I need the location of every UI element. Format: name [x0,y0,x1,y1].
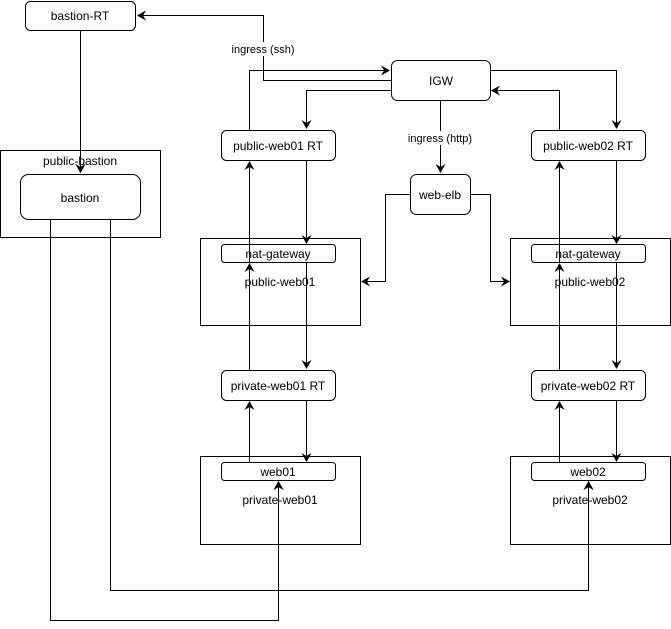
node-public-web02-rt[interactable]: public-web02 RT [531,130,646,161]
node-label: bastion-RT [51,9,110,23]
edge-web-elb-to-public-web02 [470,194,510,287]
edge-bastion-to-web01 [50,219,284,621]
node-web02[interactable]: web02 [531,462,646,481]
edge-label-ssh-text: ingress (ssh) [232,44,295,56]
node-label: private-web02 RT [541,379,636,393]
subnet-label: public-web01 [245,275,316,289]
edge-web-elb-to-public-web01 [361,194,410,287]
node-nat-gateway-02[interactable]: nat-gateway [531,244,646,263]
node-label: nat-gateway [555,247,620,261]
edge-igw-to-public-web01-rt [301,90,391,129]
node-label: private-web01 RT [231,379,326,393]
node-label: IGW [429,74,454,88]
node-bastion-rt[interactable]: bastion-RT [25,1,136,31]
node-web-elb[interactable]: web-elb [410,174,471,215]
node-bastion[interactable]: bastion [20,174,141,220]
node-label: web02 [569,465,606,479]
node-label: web01 [259,465,296,479]
node-private-web01-rt[interactable]: private-web01 RT [221,370,336,401]
node-nat-gateway-01[interactable]: nat-gateway [221,244,336,263]
subnet-label: private-web02 [552,493,628,507]
node-label: public-web01 RT [233,139,323,153]
node-label: public-web02 RT [543,139,633,153]
overlay-lines [50,150,617,544]
edge-label-http-text: ingress (http) [408,133,472,145]
edge-igw-to-public-web02-rt [490,70,622,129]
edge-public-web01-rt-to-igw [249,65,390,130]
edge-label-ssh: ingress (ssh) [228,42,298,56]
node-label: bastion [61,191,100,205]
node-public-web01-rt[interactable]: public-web01 RT [221,130,336,161]
node-label: nat-gateway [245,247,310,261]
node-private-web02-rt[interactable]: private-web02 RT [531,370,646,401]
node-web01[interactable]: web01 [221,462,336,481]
node-igw[interactable]: IGW [391,60,491,101]
subnet-label: public-web02 [555,275,626,289]
node-label: web-elb [418,188,461,202]
edge-public-web02-rt-to-igw [491,85,560,130]
edge-label-http: ingress (http) [406,131,474,145]
subnet-label: private-web01 [242,493,318,507]
